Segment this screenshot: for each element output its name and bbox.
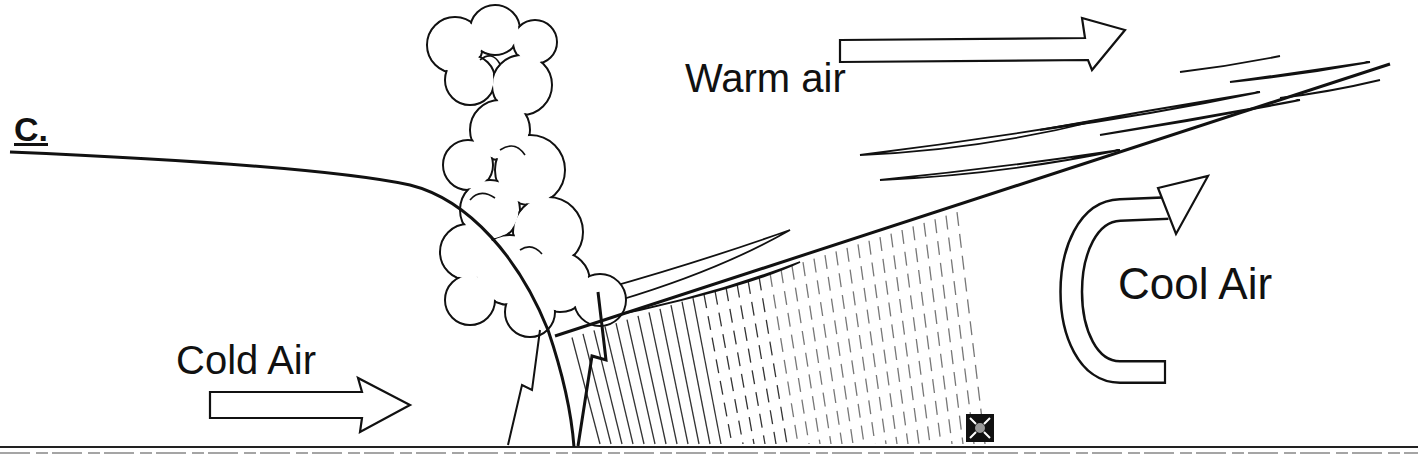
ground-line [0,446,1418,448]
rain-streak [935,219,963,444]
rain-streak [605,327,633,444]
rain-streak [957,212,985,444]
rain-streak [726,287,754,444]
rain-streak [891,234,919,444]
rain-streak [682,302,710,444]
cold-air-arrow [210,378,410,432]
cold-front-line [10,152,574,447]
rain-streak [825,255,853,444]
rain-streak [649,312,677,444]
rain-streak [748,280,776,444]
rain-streak [693,298,721,444]
rain-streak [792,266,820,444]
rain-streak [616,323,644,444]
air-mass-label: Cool Air [1118,262,1272,306]
rain-streak [715,291,743,444]
rain-hatching [572,212,985,444]
ground-line [0,452,1418,454]
rain-streak [880,237,908,444]
rain-streak [803,262,831,444]
cloud-detail [470,56,542,254]
rain-streak [737,284,765,444]
rain-streak [638,316,666,444]
cloud-fill [447,277,494,324]
rain-streak [902,230,930,444]
warm-front-line [555,64,1390,336]
lightning-bolt [508,330,540,445]
rain-streak [869,241,897,444]
station-symbol [966,414,994,442]
cloud-fill [447,57,494,104]
rain-streak [913,226,941,444]
rain-streak [594,330,622,444]
warm-air-arrow [840,18,1125,70]
rain-streak [671,305,699,444]
rain-streak [836,251,864,444]
cloud-fill [445,142,492,189]
rain-streak [660,309,688,444]
rain-streak [781,269,809,444]
air-mass-label: Warm air [685,58,846,98]
rain-streak [627,320,655,444]
rain-streak [759,277,787,444]
cloud-fill [515,22,556,63]
rain-streak [847,248,875,444]
rain-streak [814,259,842,444]
lightning-bolt [578,292,606,446]
panel-letter: C. [14,112,48,146]
cloud-fill [472,7,519,54]
rain-streak [704,294,732,444]
rain-streak [770,273,798,444]
rain-streak [924,223,952,444]
air-mass-label: Cold Air [176,340,316,380]
rain-streak [858,244,886,444]
stratus-clouds [600,56,1380,318]
rain-streak [946,216,974,444]
